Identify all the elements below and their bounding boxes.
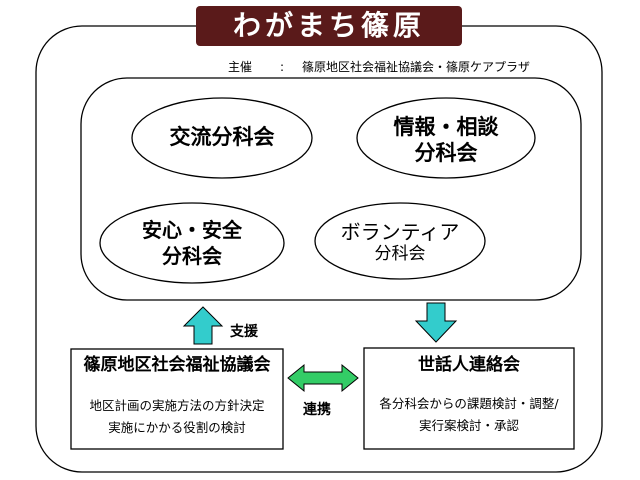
support-arrow — [182, 306, 224, 345]
safety-subcommittee-label-1: 安心・安全 — [142, 218, 242, 242]
title-background — [196, 6, 462, 46]
info-consult-subcommittee-label-2: 分科会 — [414, 141, 478, 165]
council-box-title: 篠原地区社会福祉協議会 — [83, 355, 271, 375]
organizer-label: 主催 — [228, 60, 253, 74]
organizer-value: 篠原地区社会福祉協議会・篠原ケアプラザ — [302, 60, 531, 74]
volunteer-subcommittee-label-1: ボランティア — [340, 220, 460, 244]
council-box-desc-1: 地区計画の実施方法の方針決定 — [89, 398, 265, 413]
caretaker-box-desc-2: 実行案検討・承認 — [418, 418, 519, 433]
council-box-desc-2: 実施にかかる役割の検討 — [108, 420, 246, 435]
safety-subcommittee-label-2: 分科会 — [162, 244, 222, 268]
page-title: わがまち篠原 — [232, 9, 425, 42]
exchange-subcommittee-ellipse — [131, 97, 313, 179]
caretaker-box-title: 世話人連絡会 — [418, 355, 520, 375]
volunteer-subcommittee-label-2: 分科会 — [374, 244, 426, 264]
volunteer-subcommittee-ellipse — [314, 202, 486, 280]
caretaker-box-desc-1: 各分科会からの課題検討・調整/ — [379, 396, 559, 411]
info-consult-subcommittee-label-1: 情報・相談 — [393, 115, 499, 139]
organizer-separator: : — [280, 60, 285, 74]
cooperation-label: 連携 — [303, 402, 331, 418]
caretaker-box — [363, 347, 575, 450]
organizer-line: 主催: 篠原地区社会福祉協議会・篠原ケアプラザ — [228, 60, 530, 75]
info-consult-subcommittee-ellipse — [356, 97, 536, 179]
support-label: 支援 — [230, 324, 258, 340]
council-box — [70, 348, 284, 450]
report-arrow — [414, 302, 458, 343]
cooperation-arrow — [287, 363, 359, 393]
exchange-subcommittee-label: 交流分科会 — [169, 125, 275, 149]
safety-subcommittee-ellipse — [99, 202, 285, 284]
